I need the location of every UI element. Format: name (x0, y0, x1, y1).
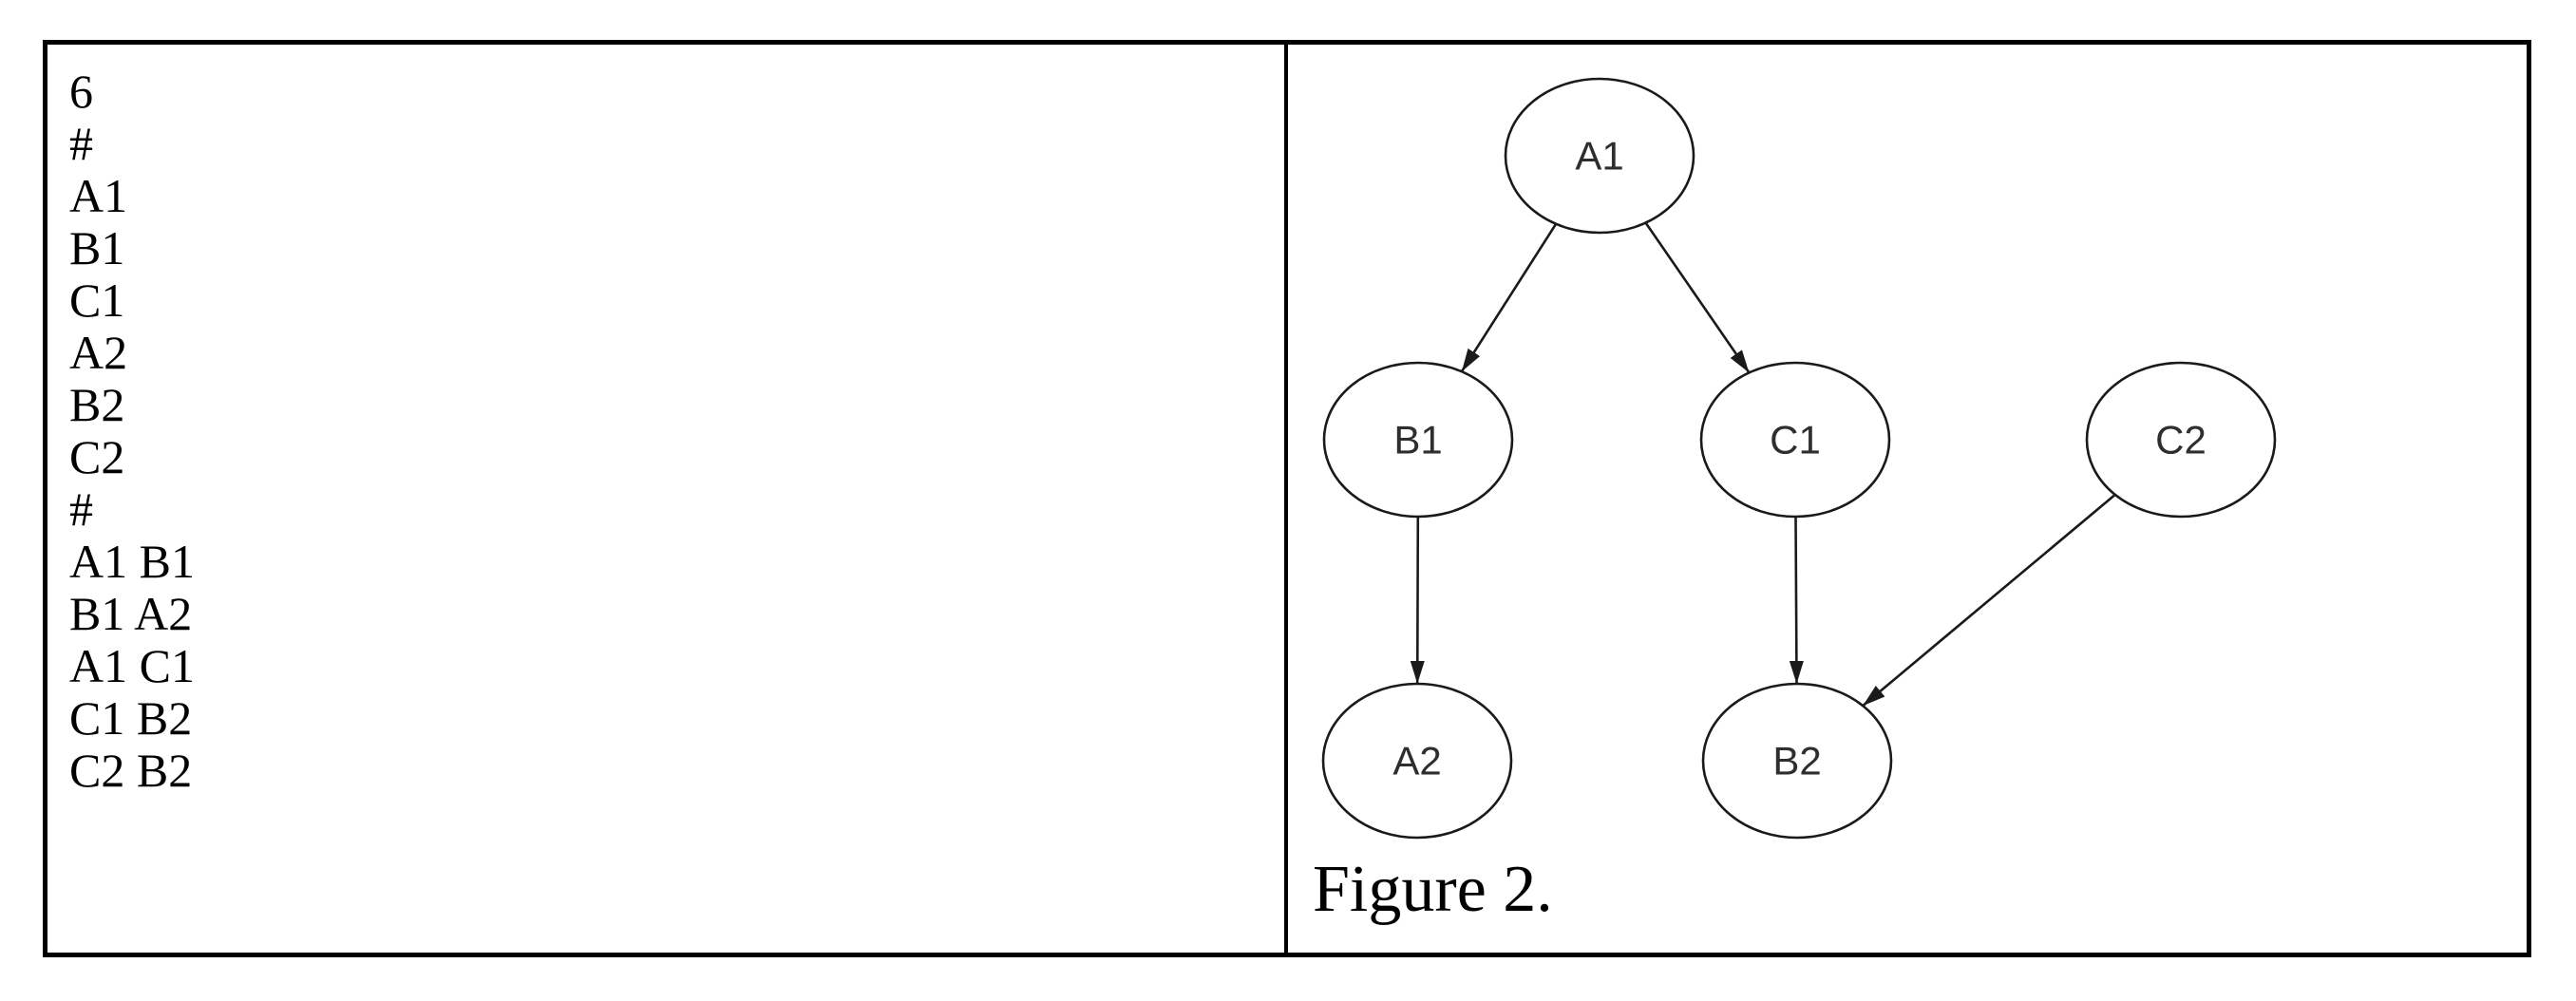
node-ellipse-A1 (1504, 77, 1695, 235)
document-table: 6 # A1 B1 C1 A2 B2 C2 # A1 B1 B1 A2 A1 C… (43, 40, 2531, 957)
node-ellipse-C1 (1699, 361, 1891, 519)
node-label-C1: C1 (1770, 418, 1821, 463)
node-label-C2: C2 (2155, 418, 2207, 463)
graph-edge-B1-A2 (1410, 516, 1425, 685)
node-label-B2: B2 (1772, 739, 1821, 784)
node-ellipse-C2 (2085, 361, 2277, 519)
graph-input-text: 6 # A1 B1 C1 A2 B2 C2 # A1 B1 B1 A2 A1 C… (69, 65, 195, 797)
table-column-divider (1284, 45, 1288, 953)
node-ellipse-B2 (1701, 682, 1893, 840)
node-ellipse-B1 (1322, 361, 1514, 519)
input-listing-cell: 6 # A1 B1 C1 A2 B2 C2 # A1 B1 B1 A2 A1 C… (47, 45, 1284, 953)
graph-node-C2: C2 (2085, 361, 2277, 519)
graph-edge-C1-B2 (1789, 516, 1804, 685)
graph-edge-C2-B2 (1862, 493, 2116, 708)
node-label-A2: A2 (1392, 739, 1441, 784)
node-label-B1: B1 (1393, 418, 1442, 463)
graph-node-A1: A1 (1504, 77, 1695, 235)
node-ellipse-A2 (1321, 682, 1513, 840)
graph-edge-A1-B1 (1460, 223, 1558, 372)
graph-node-B2: B2 (1701, 682, 1893, 840)
graph-edge-A1-C1 (1644, 221, 1751, 374)
graph-node-A2: A2 (1321, 682, 1513, 840)
graph-node-C1: C1 (1699, 361, 1891, 519)
figure-caption: Figure 2. (1313, 853, 1553, 926)
graph-node-B1: B1 (1322, 361, 1514, 519)
node-label-A1: A1 (1575, 134, 1623, 179)
